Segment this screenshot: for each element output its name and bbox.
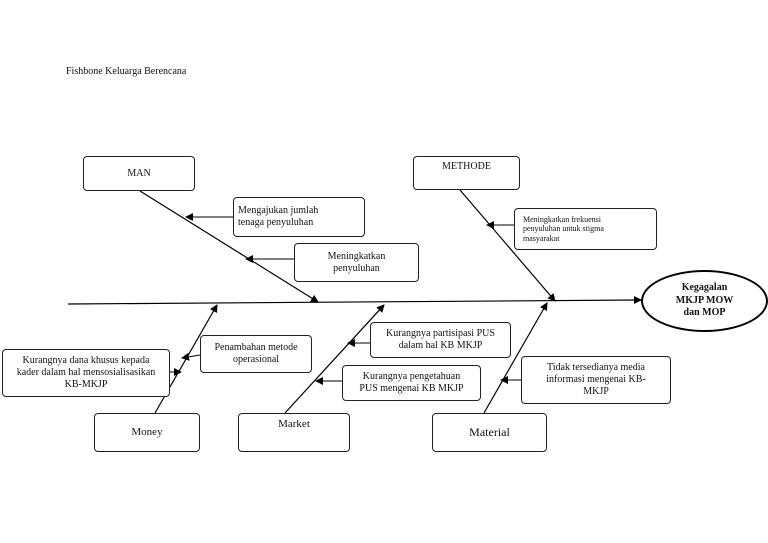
category-methode: METHODE [413, 156, 520, 190]
category-material: Material [432, 413, 547, 452]
spine-line [67, 296, 642, 305]
arrow-money-1 [181, 352, 201, 361]
diagram-title: Fishbone Keluarga Berencana [66, 66, 187, 77]
category-market: Market [238, 413, 350, 452]
bone-methode [459, 189, 556, 302]
bone-man [139, 190, 319, 303]
category-money: Money [94, 413, 200, 452]
category-man: MAN [83, 156, 195, 191]
bone-material [483, 302, 548, 414]
bone-market [284, 304, 385, 414]
